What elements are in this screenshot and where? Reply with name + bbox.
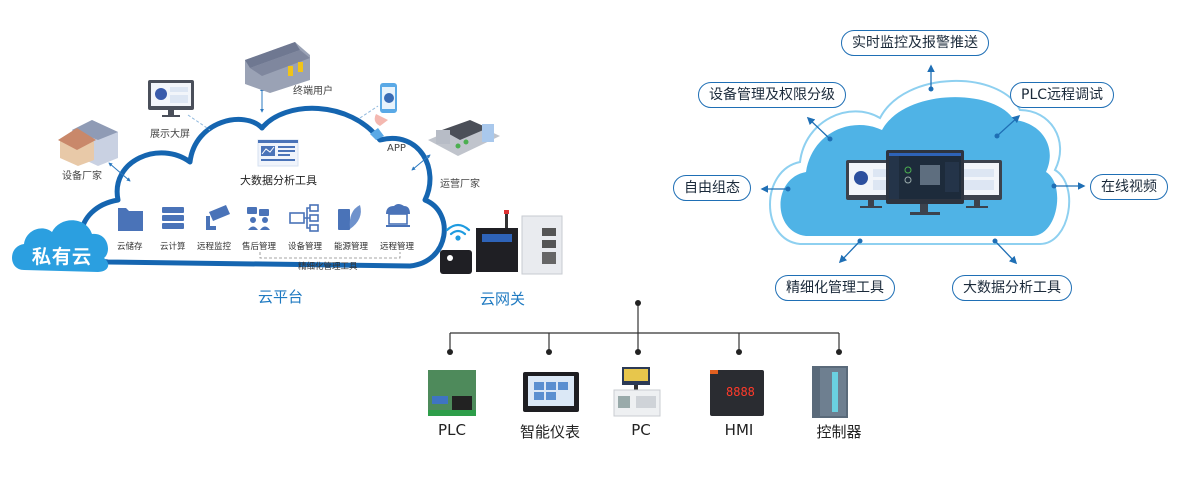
- device-label-plc: PLC: [438, 421, 466, 439]
- support-team-icon: [247, 207, 270, 230]
- device-tree-icon: [289, 204, 319, 232]
- device-label-hmi: HMI: [724, 421, 754, 439]
- cloud-platform-title: 云平台: [258, 288, 304, 306]
- feature-pill-free-configuration: 自由组态: [673, 175, 751, 201]
- server-stack-icon: [162, 207, 184, 229]
- touch-panel-icon: [523, 372, 579, 412]
- gateway-router-icon: [476, 210, 518, 272]
- feature-pill-online-video: 在线视频: [1090, 174, 1168, 200]
- industrial-pc-icon: [613, 367, 661, 417]
- analytics-doc-icon: [257, 139, 299, 167]
- feature-pill-big-data: 大数据分析工具: [952, 275, 1072, 301]
- city-block-icon: [428, 120, 500, 156]
- plc-board-icon: [428, 370, 476, 416]
- big-data-tool-label: 大数据分析工具: [240, 174, 317, 187]
- service-label-energy-mgmt: 能源管理: [334, 242, 369, 252]
- private-cloud-shape: [12, 220, 109, 272]
- actor-label-app: APP: [387, 143, 406, 154]
- folder-icon: [118, 208, 143, 231]
- gateway-title: 云网关: [480, 290, 526, 308]
- service-label-cloud-compute: 云计算: [160, 242, 186, 252]
- service-label-cloud-storage: 云储存: [117, 242, 143, 252]
- private-cloud-label: 私有云: [32, 246, 93, 268]
- factory-building-icon: [58, 120, 118, 166]
- wifi-icon: [445, 223, 471, 241]
- actor-label-display-screen: 展示大屏: [150, 129, 190, 140]
- cctv-camera-icon: [206, 205, 230, 230]
- service-label-after-sales: 售后管理: [242, 242, 277, 252]
- feature-pill-realtime-monitoring: 实时监控及报警推送: [841, 30, 989, 56]
- service-label-remote-mgmt: 远程管理: [380, 242, 415, 252]
- device-label-smart-meter: 智能仪表: [519, 423, 581, 441]
- actor-label-operator: 运营厂家: [440, 179, 480, 190]
- cloud-laptop-icon: [386, 204, 410, 227]
- device-label-controller: 控制器: [816, 423, 862, 441]
- device-label-pc: PC: [631, 421, 651, 439]
- digital-meter-icon: 8888: [710, 370, 764, 416]
- feature-pill-device-permission: 设备管理及权限分级: [698, 82, 846, 108]
- gateway-dongle-icon: [440, 250, 472, 274]
- feature-pill-plc-remote-debug: PLC远程调试: [1010, 82, 1115, 108]
- monitor-center-scada-icon: [886, 150, 964, 215]
- service-label-remote-monitor: 远程监控: [197, 242, 232, 252]
- controller-module-icon: [812, 366, 848, 418]
- gateway-din-rail-icon: [521, 215, 563, 275]
- device-tree-lines: [449, 303, 840, 352]
- fine-mgmt-group-label: 精细化管理工具: [298, 262, 358, 272]
- monitor-dashboard-icon: [148, 80, 194, 117]
- actor-label-device-maker: 设备厂家: [62, 171, 102, 182]
- monitor-left-icon: [846, 160, 896, 208]
- svg-text:8888: 8888: [726, 385, 755, 399]
- warehouse-icon: [245, 42, 310, 93]
- feature-pill-fine-management: 精细化管理工具: [775, 275, 895, 301]
- service-label-device-mgmt: 设备管理: [288, 242, 323, 252]
- battery-leaf-icon: [338, 205, 361, 230]
- actor-label-end-user: 终端用户: [293, 86, 333, 97]
- smartphone-icon: [370, 83, 397, 140]
